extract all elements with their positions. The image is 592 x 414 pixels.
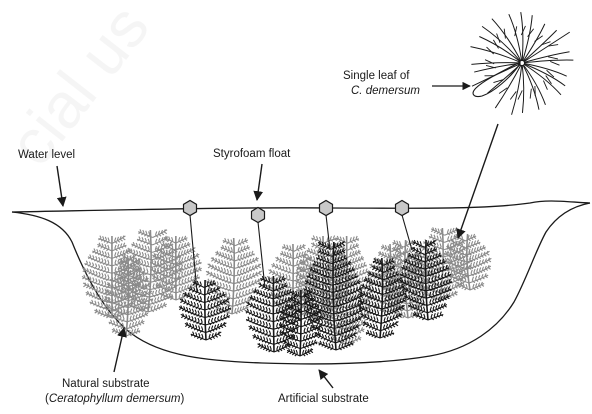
- water-level-label: Water level: [18, 149, 75, 161]
- plants-layer: [82, 227, 491, 356]
- artificial-substrate-arrow: [319, 370, 333, 388]
- natural-species-name: Ceratophyllum demersum: [49, 393, 181, 405]
- styrofoam-float-arrow: [257, 164, 262, 200]
- water-level-arrow: [57, 166, 63, 206]
- leaf-to-plant-arrow: [458, 124, 498, 238]
- styrofoam-float-icon: [184, 201, 197, 216]
- species-label: C. demersum: [351, 85, 420, 97]
- tether-line: [258, 222, 265, 288]
- styrofoam-float-icon: [396, 201, 409, 216]
- single-leaf-label: Single leaf of: [343, 70, 410, 82]
- natural-substrate-plant: [206, 238, 262, 314]
- single-leaf-icon: [471, 12, 574, 115]
- natural-substrate-label: Natural substrate: [62, 378, 150, 390]
- styrofoam-float-icon: [252, 208, 265, 223]
- artificial-substrate-label: Artificial substrate: [278, 393, 369, 405]
- styrofoam-float-label: Styrofoam float: [213, 148, 291, 160]
- natural-substrate-species-label: (Ceratophyllum demersum): [45, 393, 185, 405]
- water-surface-line: [12, 201, 590, 212]
- close-paren: ): [181, 393, 185, 405]
- styrofoam-float-icon: [320, 201, 333, 216]
- natural-substrate-arrow: [114, 328, 124, 372]
